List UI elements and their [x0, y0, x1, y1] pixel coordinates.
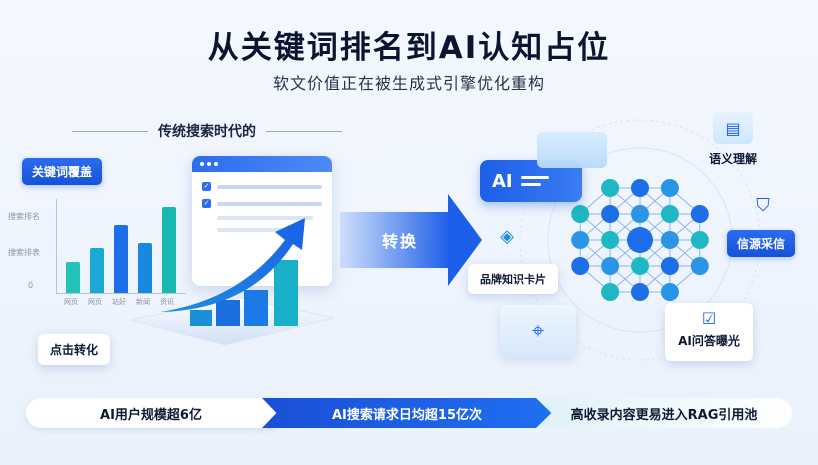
page-subtitle: 软文价值正在被生成式引擎优化重构 — [272, 74, 545, 93]
network-node — [631, 179, 649, 197]
divider-line — [266, 130, 342, 132]
page-title: 从关键词排名到AI认知占位 — [207, 30, 611, 66]
chart-bar — [66, 262, 80, 293]
y-axis-line — [56, 199, 57, 293]
text-lines-icon — [520, 176, 549, 186]
network-node — [660, 179, 679, 197]
divider-line — [72, 130, 148, 132]
list-item: ✓ — [202, 199, 322, 208]
semantic-card: ▤ 语义理解 — [693, 112, 773, 170]
growth-arrow-graphic — [129, 218, 336, 346]
axis-label: 搜索排名 — [8, 212, 40, 221]
cube-bar — [216, 300, 240, 326]
brand-knowledge-tag: 品牌知识卡片 — [468, 264, 558, 294]
network-node — [690, 257, 709, 275]
cube-bar — [274, 260, 298, 326]
document-icon: ▤ — [713, 112, 753, 144]
chart-bar — [114, 225, 128, 293]
bar-label: 网页 — [88, 298, 102, 306]
chat-check-icon: ☑ — [701, 309, 717, 328]
cube-bar — [190, 310, 212, 326]
network-node — [601, 205, 620, 223]
cube-bar — [244, 290, 268, 326]
growth-arrow-icon — [160, 218, 305, 312]
left-section-header: 传统搜索时代的 — [72, 120, 342, 142]
trust-source-tag: 信源采信 — [727, 230, 796, 257]
transform-arrow-body — [340, 212, 450, 268]
network-node — [601, 231, 620, 249]
stat-user-scale: AI用户规模超6亿 — [26, 398, 276, 428]
cube-icon: ◈ — [500, 226, 514, 247]
network-node — [601, 283, 620, 301]
ranking-bar-chart: 搜索排名 搜索排表 0 网页 网页 站好 新闻 资讯 — [8, 195, 188, 315]
network-node — [631, 257, 649, 275]
location-pin-icon: ⌖ — [500, 305, 576, 357]
network-node — [631, 205, 649, 223]
stat-search-requests: AI搜索请求日均超15亿次 — [262, 398, 552, 428]
chart-bar — [162, 207, 176, 293]
network-node — [601, 257, 620, 275]
bar-label: 网页 — [64, 298, 78, 306]
chart-bar — [90, 248, 104, 293]
network-node — [690, 205, 709, 223]
network-node — [571, 231, 590, 249]
network-node — [660, 205, 679, 223]
x-axis-line — [56, 293, 186, 294]
window-dot-icon — [214, 162, 218, 166]
network-node — [690, 231, 709, 249]
keyword-coverage-tag: 关键词覆盖 — [22, 158, 103, 185]
stat-rag-inclusion: 高收录内容更易进入RAG引用池 — [536, 398, 792, 428]
network-node — [660, 283, 679, 301]
axis-zero: 0 — [28, 281, 34, 290]
ai-bubble-text: AI — [492, 170, 513, 192]
click-conversion-tag: 点击转化 — [38, 334, 111, 365]
browser-window: ✓ ✓ — [192, 156, 332, 286]
network-node — [571, 257, 590, 275]
checkbox-icon: ✓ — [202, 182, 211, 191]
bar-label: 新闻 — [136, 298, 150, 306]
ai-qa-label: AI问答曝光 — [678, 334, 740, 348]
bar-label: 资讯 — [160, 298, 174, 306]
browser-titlebar — [192, 156, 332, 172]
checkbox-icon: ✓ — [202, 199, 211, 208]
network-node — [601, 179, 620, 197]
network-node — [571, 205, 590, 223]
network-node — [660, 231, 679, 249]
network-node — [660, 257, 679, 275]
ai-qa-card: ☑ AI问答曝光 — [665, 303, 753, 361]
result-list: ✓ ✓ — [192, 172, 332, 250]
left-section-title: 传统搜索时代的 — [158, 124, 256, 140]
transform-label: 转换 — [382, 232, 419, 251]
window-dot-icon — [200, 162, 204, 166]
semantic-label: 语义理解 — [708, 152, 757, 166]
list-item: ✓ — [202, 182, 322, 191]
network-node — [627, 227, 653, 253]
bar-label: 站好 — [112, 298, 126, 306]
window-dot-icon — [207, 162, 211, 166]
shield-check-icon: ⛉ — [756, 195, 770, 216]
chart-bar — [138, 243, 152, 293]
network-node — [631, 283, 649, 301]
chat-bubble-icon — [537, 132, 607, 168]
axis-label: 搜索排表 — [8, 248, 40, 257]
bottom-stats-bar: AI用户规模超6亿 AI搜索请求日均超15亿次 高收录内容更易进入RAG引用池 — [26, 398, 792, 428]
neural-net — [571, 179, 709, 301]
